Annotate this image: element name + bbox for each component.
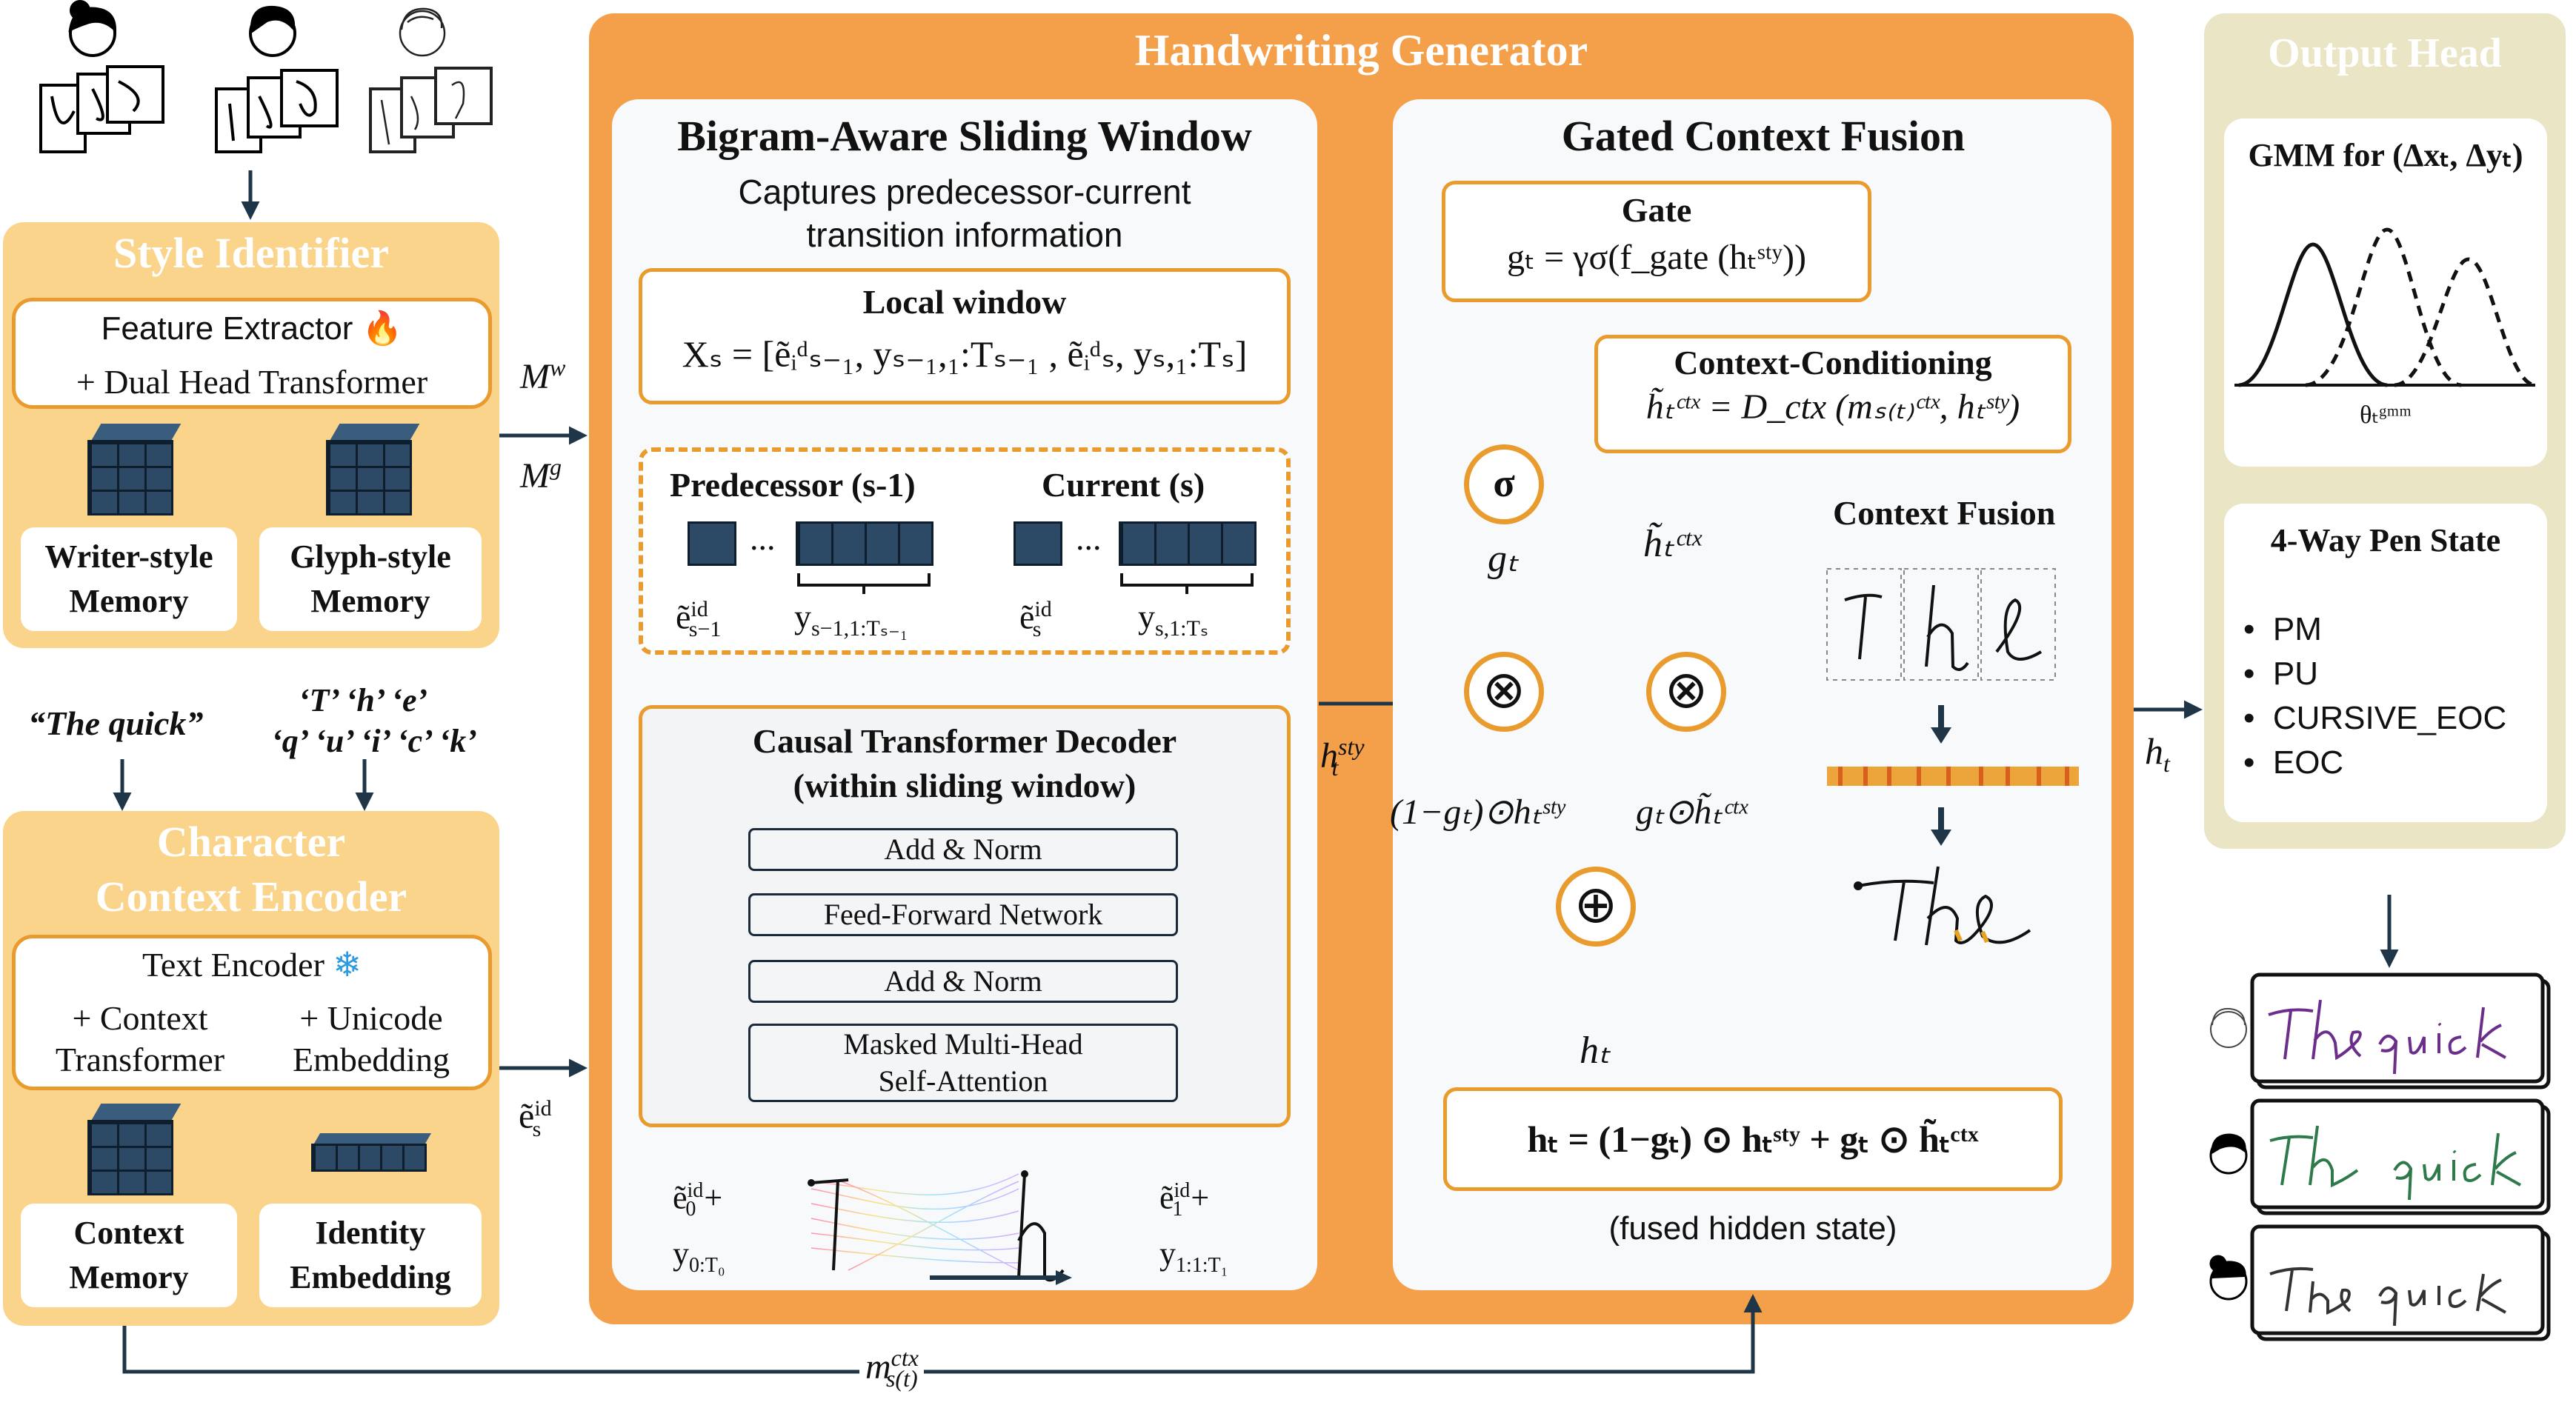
h-t-arrow-label: ht: [2145, 730, 2170, 777]
cc-formula: h̃ₜᶜᵗˣ = D_ctx (mₛ₍ₜ₎ᶜᵗˣ, hₜˢᵗʸ): [1645, 387, 2020, 427]
gmm-curves: [2234, 227, 2536, 387]
gate-title: Gate: [1621, 191, 1692, 229]
gate-formula: gₜ = γσ(f_gate (hₜˢᵗʸ)): [1507, 238, 1806, 277]
local-window-box: Local window Xₛ = [ẽᵢᵈₛ₋₁, yₛ₋₁,₁:Tₛ₋₁ ,…: [639, 268, 1291, 404]
gmm-box: GMM for (Δxₜ, Δyₜ) θₜᵍᵐᵐ: [2224, 119, 2547, 467]
writer-face-icon: [2210, 1007, 2247, 1048]
feature-extractor-box: Feature Extractor 🔥 + Dual Head Transfor…: [12, 298, 492, 409]
bottom-right-token-label: ẽid1 + y1:1:T₁: [1159, 1179, 1228, 1278]
cur-y-label: ys,1:Tₛ: [1138, 598, 1209, 641]
mw-label: Mw: [520, 354, 566, 396]
local-window-title: Local window: [862, 283, 1067, 321]
pen-state-list: • PM • PU • CURSIVE_EOC • EOC: [2243, 607, 2506, 785]
style-identifier-title: Style Identifier: [113, 229, 390, 277]
chars-row2: ‘q’ ‘u’ ‘i’ ‘c’ ‘k’: [271, 723, 477, 759]
current-label: Current (s): [1042, 466, 1205, 504]
fire-icon: 🔥: [362, 310, 403, 347]
writer-face-icon: [39, 0, 164, 153]
gmm-theta-label: θₜᵍᵐᵐ: [2360, 401, 2412, 429]
fused-the-glyph: [1854, 866, 2031, 946]
output-head-title: Output Head: [2268, 30, 2502, 76]
sliding-window-title: Bigram-Aware Sliding Window: [677, 112, 1252, 160]
generator-title: Handwriting Generator: [1134, 26, 1588, 75]
writer-samples: [39, 0, 493, 153]
glyph-memory-cube-icon: [326, 424, 420, 516]
cur-e-label: ẽids: [1019, 597, 1052, 641]
final-formula-box: hₜ = (1−gₜ) ⊙ hₜˢᵗʸ + gₜ ⊙ h̃ₜᶜᵗˣ: [1443, 1087, 2063, 1191]
left-product-label: (1−gₜ)⊙hₜˢᵗʸ: [1390, 793, 1565, 832]
sigma-node: σ: [1464, 444, 1544, 524]
decoder-layer-add-norm-top: Add & Norm: [748, 828, 1178, 871]
context-memory-cube-icon: [87, 1104, 182, 1195]
fused-label: (fused hidden state): [1608, 1210, 1897, 1247]
e-id-s-label: ẽids: [519, 1096, 552, 1141]
output-samples: [2209, 972, 2551, 1341]
h-t-out-label: hₜ: [1580, 1030, 1611, 1072]
pen-state-pm: • PM: [2243, 611, 2322, 647]
writer-memory-cube-icon: [87, 424, 182, 516]
text-encoder-label: Text Encoder: [142, 946, 325, 984]
identity-embedding-bar-icon: [311, 1133, 432, 1172]
gmm-title: GMM for (Δxₜ, Δyₜ): [2248, 137, 2523, 173]
snowflake-icon: ❄: [333, 946, 362, 984]
decoder-layer-add-norm-bottom: Add & Norm: [748, 960, 1178, 1003]
predecessor-id-token: [688, 521, 736, 566]
writer-face-icon: [215, 5, 339, 153]
mg-label: Mg: [520, 453, 562, 496]
feature-extractor-label: Feature Extractor: [101, 310, 353, 347]
current-stroke-tokens: [1119, 521, 1257, 566]
pen-state-eoc: • EOC: [2243, 744, 2344, 781]
g-t-label: gₜ: [1488, 538, 1519, 580]
gated-fusion-title: Gated Context Fusion: [1561, 112, 1966, 160]
bottom-left-token-label: ẽid0 + y0:T₀: [673, 1179, 725, 1278]
predecessor-stroke-tokens: [796, 521, 933, 566]
decoder-layer-ffn: Feed-Forward Network: [748, 893, 1178, 936]
add-node: ⊕: [1556, 867, 1636, 947]
right-product-label: gₜ⊙h̃ₜᶜᵗˣ: [1636, 793, 1748, 832]
multiply-node-left: ⊗: [1464, 652, 1544, 732]
pen-state-title: 4-Way Pen State: [2270, 522, 2501, 558]
context-conditioning-box: Context-Conditioning h̃ₜᶜᵗˣ = D_ctx (mₛ₍…: [1594, 335, 2071, 453]
chars-row1: ‘T’ ‘h’ ‘e’: [298, 682, 428, 718]
h-tilde-label: h̃ₜᶜᵗˣ: [1643, 523, 1702, 565]
context-fusion-title: Context Fusion: [1833, 494, 2056, 532]
pen-state-pu: • PU: [2243, 655, 2318, 692]
final-formula: hₜ = (1−gₜ) ⊙ hₜˢᵗʸ + gₜ ⊙ h̃ₜᶜᵗˣ: [1527, 1118, 1979, 1160]
h-sty-label: hstyt: [1320, 733, 1365, 781]
pred-y-label: ys−1,1:Tₛ₋₁: [794, 598, 908, 641]
m-ctx-label: mctxs(t): [859, 1344, 924, 1392]
writer-face-icon: [2209, 1133, 2248, 1175]
dual-head-label: + Dual Head Transformer: [76, 363, 428, 401]
pen-state-cursive-eoc: • CURSIVE_EOC: [2243, 700, 2507, 736]
decoder-title: Causal Transformer Decoder(within slidin…: [752, 722, 1177, 804]
writer-face-icon: [2209, 1255, 2248, 1301]
bigram-dashed-box: Predecessor (s-1) Current (s) ... ... ẽi…: [639, 447, 1291, 655]
stroke-trajectory-icon: [808, 1170, 1072, 1285]
context-fusion-glyphs: [1826, 568, 2079, 846]
predecessor-label: Predecessor (s-1): [670, 466, 916, 504]
gate-box: Gate gₜ = γσ(f_gate (hₜˢᵗʸ)): [1442, 181, 1871, 302]
cc-title: Context-Conditioning: [1674, 344, 1992, 381]
phrase-input: “The quick”: [28, 704, 204, 742]
writer-face-icon: [369, 7, 493, 153]
pred-e-label: ẽids−1: [676, 597, 722, 641]
pen-state-box: 4-Way Pen State • PM • PU • CURSIVE_EOC …: [2224, 504, 2547, 822]
local-window-formula: Xₛ = [ẽᵢᵈₛ₋₁, yₛ₋₁,₁:Tₛ₋₁ , ẽᵢᵈₛ, yₛ,₁:T…: [682, 333, 1248, 375]
current-id-token: [1014, 521, 1062, 566]
multiply-node-right: ⊗: [1646, 652, 1726, 732]
